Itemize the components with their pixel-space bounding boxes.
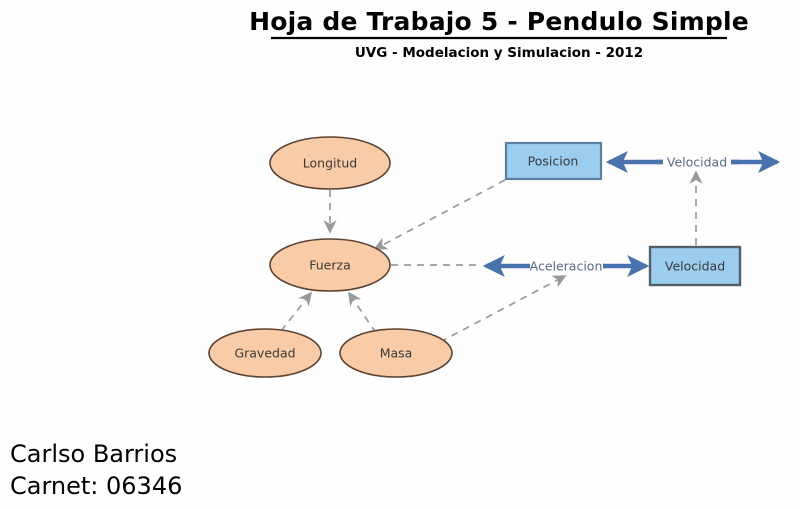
flow-aceleracion-label-backing <box>530 257 603 275</box>
connector-masa-to-fuerza <box>348 291 377 334</box>
stock-velocidad[interactable]: Velocidad <box>648 245 742 287</box>
converter-masa-label: Masa <box>380 346 413 361</box>
carnet-number: Carnet: 06346 <box>10 472 182 500</box>
converter-gravedad[interactable]: Gravedad <box>208 328 322 378</box>
converter-longitud[interactable]: Longitud <box>269 136 391 190</box>
flow-aceleracion[interactable]: Aceleracion <box>482 254 650 278</box>
stock-posicion[interactable]: Posicion <box>504 141 603 181</box>
flow-velocidad-label-backing <box>663 153 731 171</box>
converter-longitud-label: Longitud <box>303 156 357 171</box>
stock-velocidad-label: Velocidad <box>665 259 725 274</box>
connector-gravedad-to-fuerza <box>280 291 313 332</box>
connector-posicion-to-fuerza <box>373 179 506 250</box>
stock-velocidad-box <box>648 245 742 287</box>
converter-fuerza[interactable]: Fuerza <box>269 238 391 292</box>
converter-masa-shape <box>339 328 453 378</box>
connector-masa-to-aceleracion <box>439 275 567 343</box>
page-subtitle: UVG - Modelacion y Simulacion - 2012 <box>355 45 643 61</box>
converter-masa[interactable]: Masa <box>339 328 453 378</box>
page-footer: Carlso Barrios Carnet: 06346 <box>10 440 182 500</box>
converter-fuerza-shape <box>269 238 391 292</box>
stock-posicion-box <box>504 141 603 181</box>
converter-gravedad-label: Gravedad <box>234 346 295 361</box>
converter-fuerza-label: Fuerza <box>309 258 350 273</box>
flow-velocidad-label: Velocidad <box>667 155 727 170</box>
connector-layer <box>280 170 703 343</box>
converter-longitud-shape <box>269 136 391 190</box>
page-header: Hoja de Trabajo 5 - Pendulo Simple UVG -… <box>249 7 749 61</box>
flow-velocidad[interactable]: Velocidad <box>605 150 781 174</box>
author-name: Carlso Barrios <box>10 440 177 468</box>
stock-posicion-label: Posicion <box>528 154 579 169</box>
flow-aceleracion-label: Aceleracion <box>530 259 603 274</box>
converter-gravedad-shape <box>208 328 322 378</box>
page-title: Hoja de Trabajo 5 - Pendulo Simple <box>249 7 749 36</box>
